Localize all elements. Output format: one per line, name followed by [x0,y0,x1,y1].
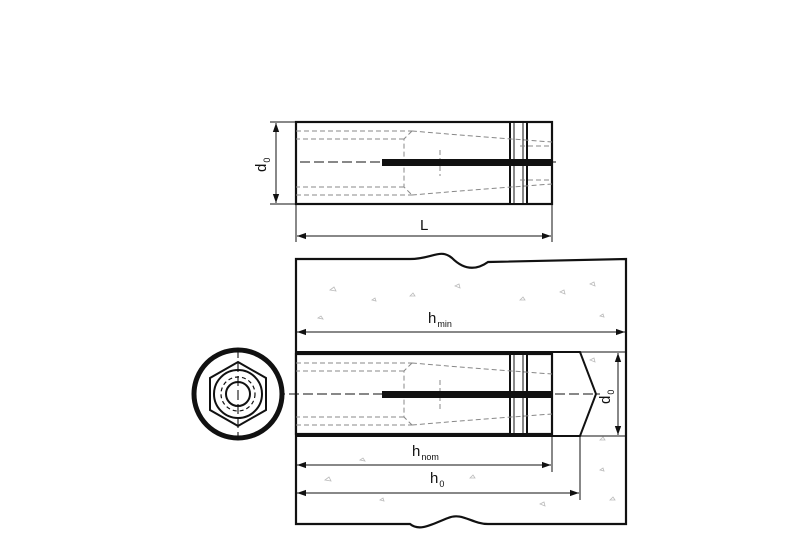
d0-top-label: d0 [253,158,272,172]
anchor-slot [382,159,552,166]
hmin-label: hmin [428,310,452,329]
hnom-label: hnom [412,443,439,462]
installed-section-view: hmin d0 hnom h0 [205,252,628,529]
concrete-texture [316,281,616,507]
L-label: L [420,217,428,234]
anchor-top-view: d0 L [253,120,556,242]
h0-label: h0 [430,470,444,489]
d0-side-label: d0 [597,390,616,404]
anchor-end-view [191,347,285,441]
